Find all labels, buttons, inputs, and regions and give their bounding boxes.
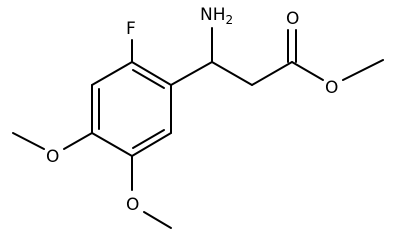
- ring-bond-3: [131, 132, 172, 157]
- ring-bond-6: [91, 61, 133, 86]
- bottom-methoxy-oxygen-label: O: [126, 195, 139, 215]
- left-methoxy-methyl-bond: [12, 132, 45, 150]
- ring-double-bond-1: [132, 69, 165, 89]
- benzene-ring: [91, 61, 172, 157]
- ring-to-ch-bond: [170, 61, 213, 86]
- amine-label: NH2: [200, 5, 233, 27]
- ring-to-left-methoxy-o-bond: [63, 132, 93, 150]
- ch2-to-carbonyl-bond: [251, 61, 293, 86]
- left-methoxy-oxygen-label: O: [46, 147, 59, 167]
- ester-oxygen-label: O: [325, 78, 338, 98]
- carbonyl-oxygen-label: O: [286, 9, 299, 29]
- bottom-methoxy-methyl-bond: [143, 211, 172, 229]
- ring-bond-4: [91, 132, 133, 157]
- carbonyl-to-ester-o-bond: [291, 61, 324, 81]
- ring-bond-1: [131, 61, 172, 86]
- ring-double-bond-2: [132, 129, 165, 149]
- ester-o-to-methyl-bond: [342, 59, 384, 81]
- ch-to-ch2-bond: [211, 61, 253, 86]
- fluorine-label: F: [126, 19, 136, 39]
